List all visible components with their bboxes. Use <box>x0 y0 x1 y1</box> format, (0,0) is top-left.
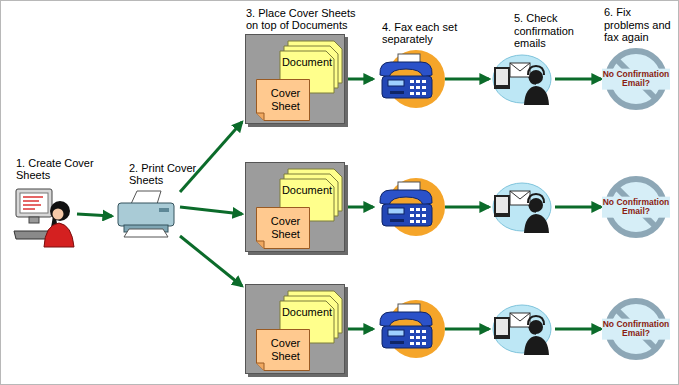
flow-arrow <box>348 328 373 331</box>
step-heading: 3. Place Cover Sheets on top of Document… <box>246 7 368 32</box>
computer-user-icon: 1. Create Cover Sheets <box>14 185 74 247</box>
fax-machine-icon: 4. Fax each set separately <box>376 49 442 109</box>
no-confirmation-sign: 6. Fix problems and fax againNo Confirma… <box>604 47 668 111</box>
flow-arrow <box>445 206 489 209</box>
step-heading: 2. Print Cover Sheets <box>129 162 201 187</box>
email-check-icon: 5. Check confirmation emails <box>492 53 552 105</box>
flow-arrow <box>555 328 601 331</box>
document-set-box: DocumentCover Sheet <box>245 284 345 374</box>
document-label: Document <box>281 306 333 318</box>
document-label: Document <box>281 184 333 196</box>
warning-text: No Confirmation Email? <box>602 197 670 218</box>
flow-arrow <box>348 206 373 209</box>
flow-arrow <box>555 78 601 81</box>
document-label: Document <box>281 56 333 68</box>
flow-arrow <box>445 78 489 81</box>
email-check-icon-drawing <box>492 181 552 233</box>
cover-sheet: Cover Sheet <box>256 207 310 249</box>
email-check-icon <box>492 181 552 233</box>
flow-arrow <box>445 328 489 331</box>
document-set-box: 3. Place Cover Sheets on top of Document… <box>245 34 345 124</box>
cover-sheet-label: Cover Sheet <box>264 337 307 362</box>
step-heading: 5. Check confirmation emails <box>514 12 596 50</box>
step-heading: 6. Fix problems and fax again <box>604 6 674 44</box>
flow-arrow <box>555 206 601 209</box>
fax-machine-icon <box>376 299 442 359</box>
cover-sheet: Cover Sheet <box>256 79 310 121</box>
email-check-icon-drawing <box>492 303 552 355</box>
step-heading: 4. Fax each set separately <box>382 21 468 46</box>
flow-arrow <box>77 214 112 216</box>
flow-arrow <box>180 122 242 192</box>
flow-arrow <box>180 207 242 214</box>
fax-machine-icon <box>376 177 442 237</box>
printer-icon-drawing <box>115 190 177 238</box>
fax-machine-icon-drawing <box>376 177 442 237</box>
step-heading: 1. Create Cover Sheets <box>16 157 96 182</box>
cover-sheet-label: Cover Sheet <box>264 87 307 112</box>
fax-machine-icon-drawing <box>376 299 442 359</box>
printer-icon: 2. Print Cover Sheets <box>115 190 177 238</box>
cover-sheet-label: Cover Sheet <box>264 215 307 240</box>
computer-user-icon-drawing <box>14 185 74 247</box>
warning-text: No Confirmation Email? <box>602 319 670 340</box>
fax-machine-icon-drawing <box>376 49 442 109</box>
no-confirmation-sign: No Confirmation Email? <box>604 175 668 239</box>
email-check-icon-drawing <box>492 53 552 105</box>
cover-sheet: Cover Sheet <box>256 329 310 371</box>
flow-arrow <box>348 78 373 81</box>
flow-arrow <box>180 236 242 286</box>
warning-text: No Confirmation Email? <box>602 69 670 90</box>
email-check-icon <box>492 303 552 355</box>
no-confirmation-sign: No Confirmation Email? <box>604 297 668 361</box>
document-set-box: DocumentCover Sheet <box>245 162 345 252</box>
